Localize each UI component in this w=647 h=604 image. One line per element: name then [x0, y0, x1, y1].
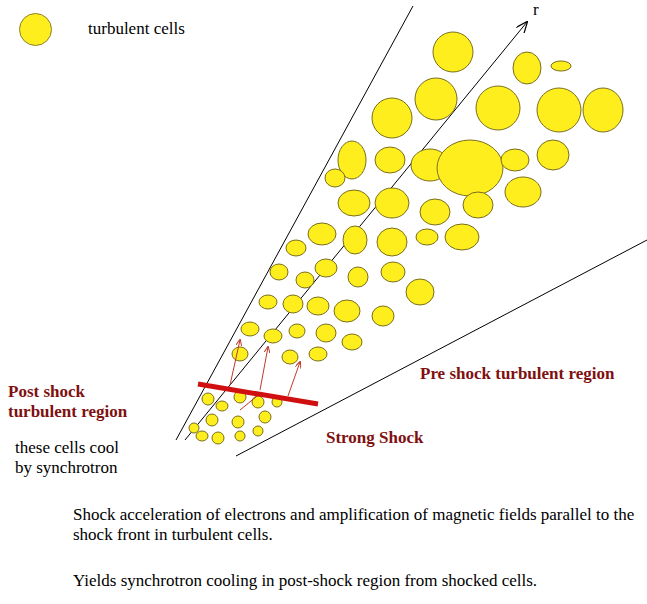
region-label: Post shock turbulent region: [8, 382, 143, 423]
axis-label: r: [533, 0, 539, 20]
turbulent-cells: [189, 32, 623, 444]
legend-text: turbulent cells: [88, 19, 185, 39]
caption-text: Shock acceleration of electrons and ampl…: [73, 505, 641, 546]
caption-text: Yields synchrotron cooling in post-shock…: [73, 571, 641, 591]
note-text: these cells cool by synchrotron: [15, 438, 140, 479]
legend-swatch: [19, 13, 52, 46]
region-label: Pre shock turbulent region: [420, 364, 614, 384]
wedge-boundary: [176, 6, 413, 440]
shock-label: Strong Shock: [326, 428, 423, 448]
wedge-boundary: [236, 240, 647, 456]
shock-front: [198, 384, 318, 404]
